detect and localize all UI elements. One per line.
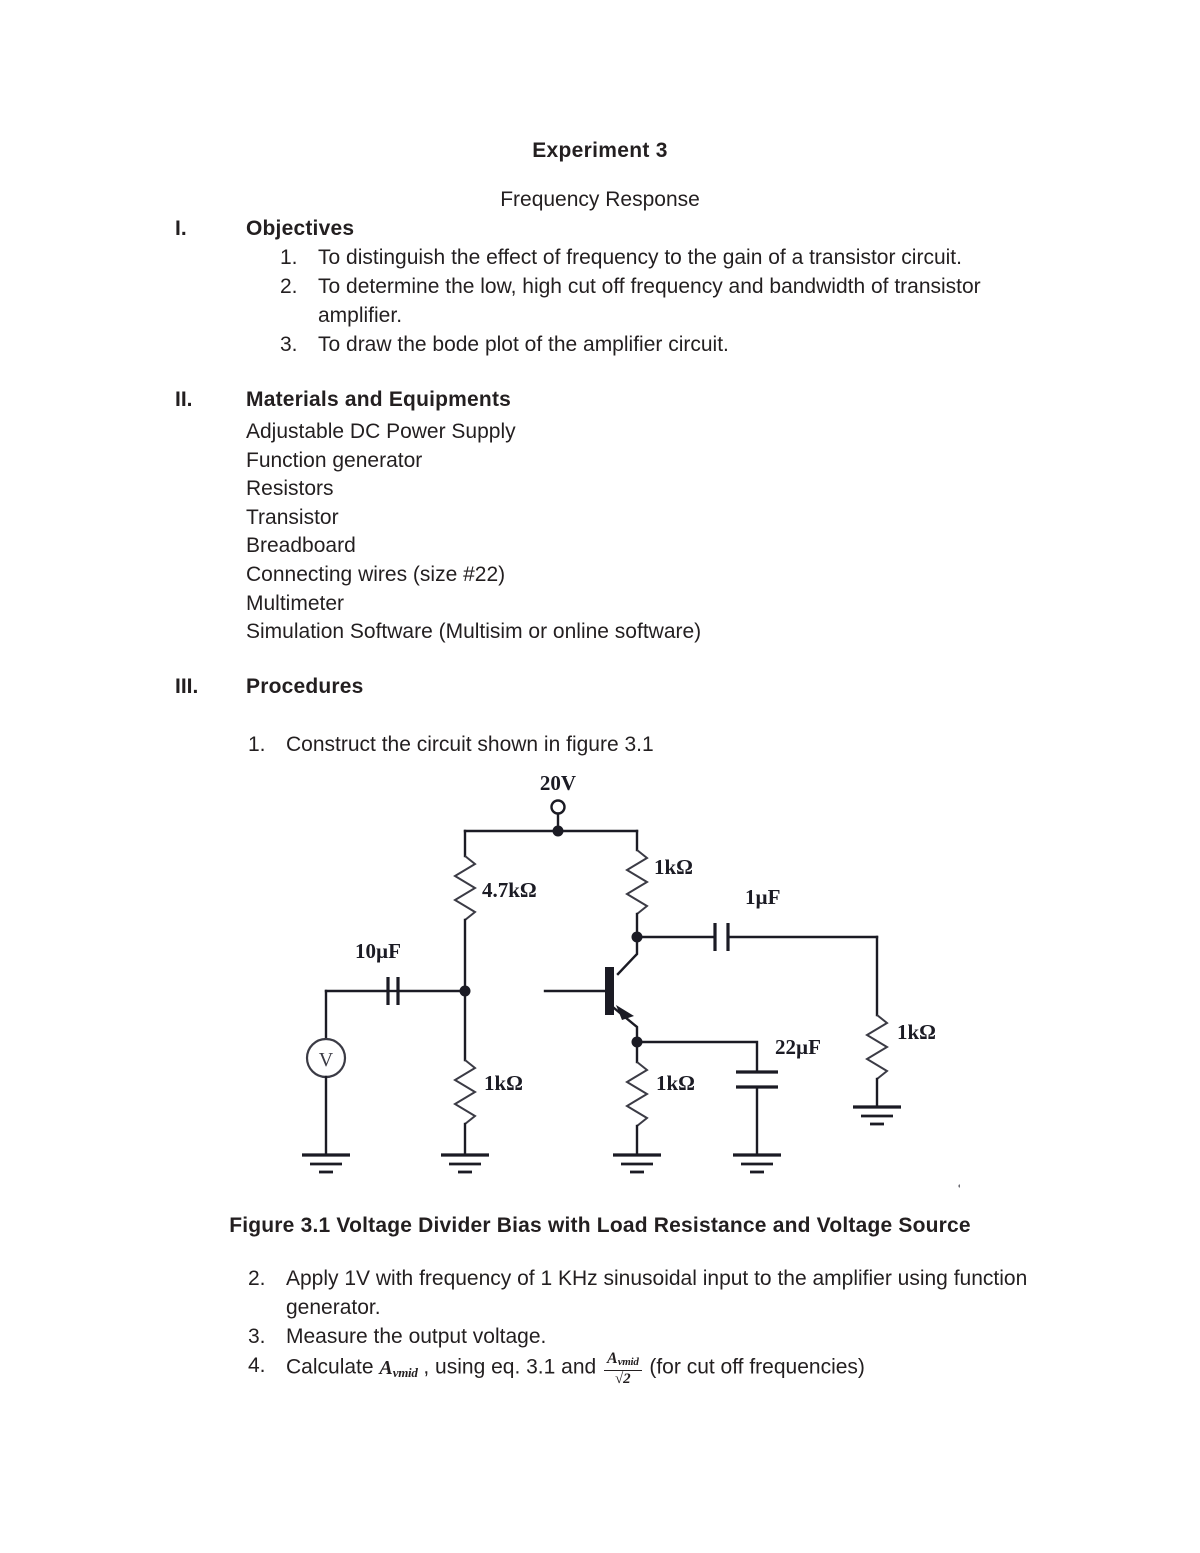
calculate-prefix: Calculate	[286, 1355, 374, 1379]
resistor-rc-icon	[625, 849, 649, 915]
list-item-calculate: 4. Calculate Avmid , using eq. 3.1 and A…	[248, 1350, 1058, 1387]
page-title: Experiment 3	[532, 139, 668, 162]
wire-ce-top	[635, 1040, 759, 1074]
objectives-list: 1. To distinguish the effect of frequenc…	[280, 243, 1000, 359]
resistor-rl-icon	[865, 1014, 889, 1080]
section-materials-heading: II. Materials and Equipments	[175, 388, 1075, 412]
list-item: 2. Apply 1V with frequency of 1 KHz sinu…	[248, 1264, 1058, 1322]
calculate-suffix: (for cut off frequencies)	[649, 1355, 865, 1379]
fraction-numerator-base: A	[607, 1350, 618, 1367]
avmid-base: A	[379, 1356, 393, 1379]
section-procedures-heading: III. Procedures	[175, 675, 1075, 699]
circuit-diagram-svg: 20V 4.7kΩ 1kΩ 1µF	[302, 771, 962, 1188]
list-item-number: 3.	[280, 333, 298, 356]
capacitor-input-label: 10µF	[355, 939, 401, 963]
list-item: 1. To distinguish the effect of frequenc…	[280, 243, 1000, 272]
section-objectives-heading: I. Objectives	[175, 217, 1075, 241]
list-item: 3. To draw the bode plot of the amplifie…	[280, 330, 1000, 359]
procedures-list-first: 1. Construct the circuit shown in figure…	[248, 730, 1008, 759]
list-item-text: Calculate Avmid , using eq. 3.1 and Avmi…	[286, 1350, 1058, 1387]
ground-symbol-load	[853, 1105, 901, 1126]
resistor-r1-label: 4.7kΩ	[482, 878, 537, 902]
resistor-rl-label: 1kΩ	[897, 1020, 936, 1044]
supply-terminal-icon	[550, 799, 566, 815]
resistor-re-label: 1kΩ	[656, 1071, 695, 1095]
list-item-number: 2.	[248, 1267, 266, 1290]
fraction-numerator-subscript: vmid	[617, 1356, 639, 1368]
list-item-text: Apply 1V with frequency of 1 KHz sinusoi…	[286, 1267, 1028, 1319]
voltage-source-symbol: V	[319, 1049, 334, 1071]
list-item-text: Measure the output voltage.	[286, 1325, 547, 1348]
supply-voltage-label: 20V	[540, 771, 576, 795]
capacitor-emitter-label: 22µF	[775, 1035, 821, 1059]
section-title-procedures: Procedures	[246, 675, 364, 698]
avmid-over-root2-fraction: Avmid√2	[604, 1350, 642, 1387]
ground-symbol-source	[302, 1153, 350, 1174]
page-subtitle: Frequency Response	[500, 188, 700, 211]
list-item-number: 2.	[280, 275, 298, 298]
list-item-text: To determine the low, high cut off frequ…	[318, 275, 981, 327]
list-item-number: 3.	[248, 1325, 266, 1348]
wire-transistor-collector	[616, 935, 639, 976]
list-item: Resistors	[246, 477, 334, 501]
capacitor-output-label: 1µF	[745, 885, 780, 909]
section-title-objectives: Objectives	[246, 217, 355, 240]
section-numeral-iii: III.	[175, 675, 199, 698]
resistor-r2-icon	[453, 1059, 477, 1125]
avmid-variable: Avmid	[379, 1356, 418, 1380]
resistor-r2-label: 1kΩ	[484, 1071, 523, 1095]
list-item-text: To distinguish the effect of frequency t…	[318, 246, 962, 269]
list-item-number: 1.	[280, 246, 298, 269]
section-numeral-i: I.	[175, 217, 187, 240]
procedures-list-rest: 2. Apply 1V with frequency of 1 KHz sinu…	[248, 1264, 1058, 1387]
list-item: Breadboard	[246, 534, 356, 558]
list-item: Transistor	[246, 505, 339, 529]
list-item: 2. To determine the low, high cut off fr…	[280, 272, 1000, 330]
resistor-r1-icon	[453, 855, 477, 921]
transistor-emitter-arrow-icon	[616, 1005, 634, 1020]
ground-symbol-base	[441, 1153, 489, 1174]
list-item-text: To draw the bode plot of the amplifier c…	[318, 333, 729, 356]
avmid-subscript: vmid	[392, 1364, 418, 1380]
list-item: 3. Measure the output voltage.	[248, 1322, 1058, 1351]
ground-symbol-bypass	[733, 1153, 781, 1174]
list-item-number: 1.	[248, 733, 266, 756]
list-item: Simulation Software (Multisim or online …	[246, 620, 702, 644]
list-item: Connecting wires (size #22)	[246, 562, 506, 586]
section-numeral-ii: II.	[175, 388, 193, 411]
ground-symbol-emitter	[613, 1153, 661, 1174]
list-item: Adjustable DC Power Supply	[246, 420, 516, 443]
transistor-base-bar-icon	[605, 967, 614, 1015]
fraction-numerator: Avmid	[604, 1350, 642, 1371]
resistor-re-icon	[625, 1061, 649, 1127]
materials-list: Adjustable DC Power Supply Function gene…	[175, 418, 975, 647]
stray-mark	[958, 1184, 962, 1188]
list-item: Function generator	[246, 448, 423, 472]
figure-caption: Figure 3.1 Voltage Divider Bias with Loa…	[229, 1214, 971, 1237]
calculate-middle: , using eq. 3.1 and	[423, 1355, 597, 1379]
list-item: Multimeter	[246, 591, 345, 615]
list-item-number: 4.	[248, 1354, 266, 1377]
resistor-rc-label: 1kΩ	[654, 855, 693, 879]
circuit-figure: 20V 4.7kΩ 1kΩ 1µF	[260, 762, 962, 1202]
node-supply-rail	[552, 825, 564, 837]
fraction-denominator: √2	[614, 1370, 631, 1387]
section-title-materials: Materials and Equipments	[246, 388, 512, 411]
list-item: 1. Construct the circuit shown in figure…	[248, 730, 1008, 759]
list-item-text: Construct the circuit shown in figure 3.…	[286, 733, 654, 756]
